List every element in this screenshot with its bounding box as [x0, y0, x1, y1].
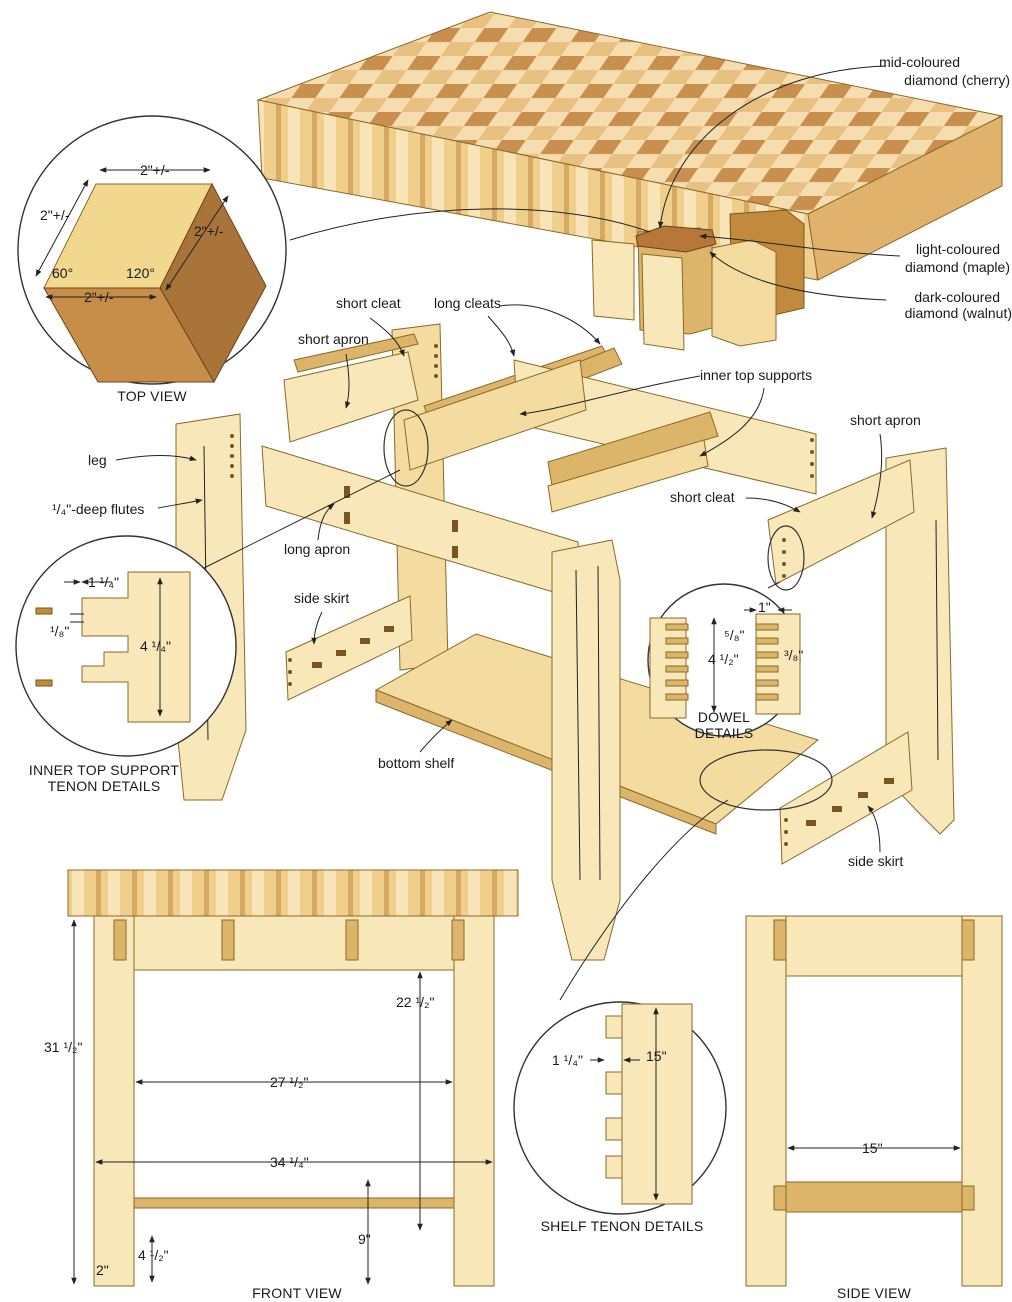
label-maple-1: light-coloured	[916, 241, 1000, 257]
label-walnut-2: diamond (walnut)	[905, 305, 1012, 321]
dowel-dia: ³/₈"	[784, 647, 803, 663]
dowel-height: 4 ¹/₂"	[708, 651, 739, 667]
shelf-tenon-height: 15"	[646, 1048, 667, 1064]
label-cherry-1: mid-coloured	[879, 54, 960, 70]
front-view: 31 ¹/₂" 22 ¹/₂" 27 ¹/₂" 34 ¹/₄" 9" 2" 4 …	[44, 869, 519, 1301]
shelf-tenon-detail: 1 ¹/₄" 15" SHELF TENON DETAILS	[513, 799, 729, 1234]
inner-tenon-depth: 1 ¹/₄"	[88, 574, 119, 590]
front-taper: 4 ¹/₂"	[138, 1247, 169, 1263]
front-overall-width: 34 ¹/₄"	[270, 1154, 309, 1170]
shelf-tenon-caption: SHELF TENON DETAILS	[541, 1218, 704, 1234]
front-inner-width: 27 ¹/₂"	[270, 1074, 308, 1090]
butcher-block-top	[256, 11, 1004, 281]
inner-tenon-detail: 1 ¹/₄" ¹/₈" 4 ¹/₄" INNER TOP SUPPORT TEN…	[15, 469, 401, 794]
dowel-depth: 1"	[758, 599, 771, 615]
front-leg-width: 2"	[96, 1262, 109, 1278]
label-long-cleats: long cleats	[434, 295, 501, 311]
loose-blocks	[591, 209, 805, 351]
top-view-angle-left: 60°	[52, 265, 73, 281]
label-short-cleat-top: short cleat	[336, 295, 401, 311]
label-side-skirt-right: side skirt	[848, 853, 903, 869]
side-width: 15"	[862, 1140, 883, 1156]
top-view-left-dim: 2"+/-	[40, 207, 70, 223]
side-view: 15" SIDE VIEW	[745, 915, 1003, 1301]
inner-tenon-gap: ¹/₈"	[50, 623, 69, 639]
top-view-caption: TOP VIEW	[117, 388, 187, 404]
inner-tenon-height: 4 ¹/₄"	[140, 638, 171, 654]
top-view-angle-right: 120°	[126, 265, 155, 281]
label-side-skirt-left: side skirt	[294, 590, 349, 606]
inner-tenon-caption-1: INNER TOP SUPPORT	[29, 762, 179, 778]
inner-tenon-caption-2: TENON DETAILS	[48, 778, 161, 794]
top-view-detail: 2"+/- 2"+/- 2"+/- 2"+/- 60° 120° TOP VIE…	[17, 115, 287, 404]
label-walnut-1: dark-coloured	[914, 289, 1000, 305]
front-shelf-height: 9"	[358, 1231, 371, 1247]
dowel-detail: 1" ⁵/₈" 4 ¹/₂" ³/₈" DOWEL DETAILS	[647, 581, 803, 741]
exploded-frame	[175, 323, 955, 961]
label-short-apron-right: short apron	[850, 412, 921, 428]
shelf-tenon-depth: 1 ¹/₄"	[552, 1052, 583, 1068]
side-view-caption: SIDE VIEW	[837, 1285, 912, 1301]
dowel-caption-2: DETAILS	[695, 725, 754, 741]
top-view-top-dim: 2"+/-	[140, 162, 170, 178]
label-short-apron-left: short apron	[298, 331, 369, 347]
label-bottom-shelf: bottom shelf	[378, 755, 454, 771]
part-labels: mid-coloured diamond (cherry) light-colo…	[52, 54, 1012, 869]
front-leg-height: 22 ¹/₂"	[396, 994, 434, 1010]
front-overall-height: 31 ¹/₂"	[44, 1039, 82, 1055]
front-view-caption: FRONT VIEW	[252, 1285, 342, 1301]
label-long-apron: long apron	[284, 541, 350, 557]
label-flutes: ¹/₄"-deep flutes	[52, 501, 144, 517]
top-view-leader	[289, 208, 651, 241]
label-leg: leg	[88, 452, 107, 468]
dowel-caption-1: DOWEL	[698, 709, 750, 725]
label-cherry-2: diamond (cherry)	[904, 72, 1010, 88]
top-view-bottom-dim: 2"+/-	[84, 289, 114, 305]
label-maple-2: diamond (maple)	[905, 259, 1010, 275]
label-inner-top-supports: inner top supports	[700, 367, 812, 383]
top-view-right-dim: 2"+/-	[194, 223, 224, 239]
dowel-spacing: ⁵/₈"	[724, 627, 744, 643]
label-short-cleat-right: short cleat	[670, 489, 735, 505]
